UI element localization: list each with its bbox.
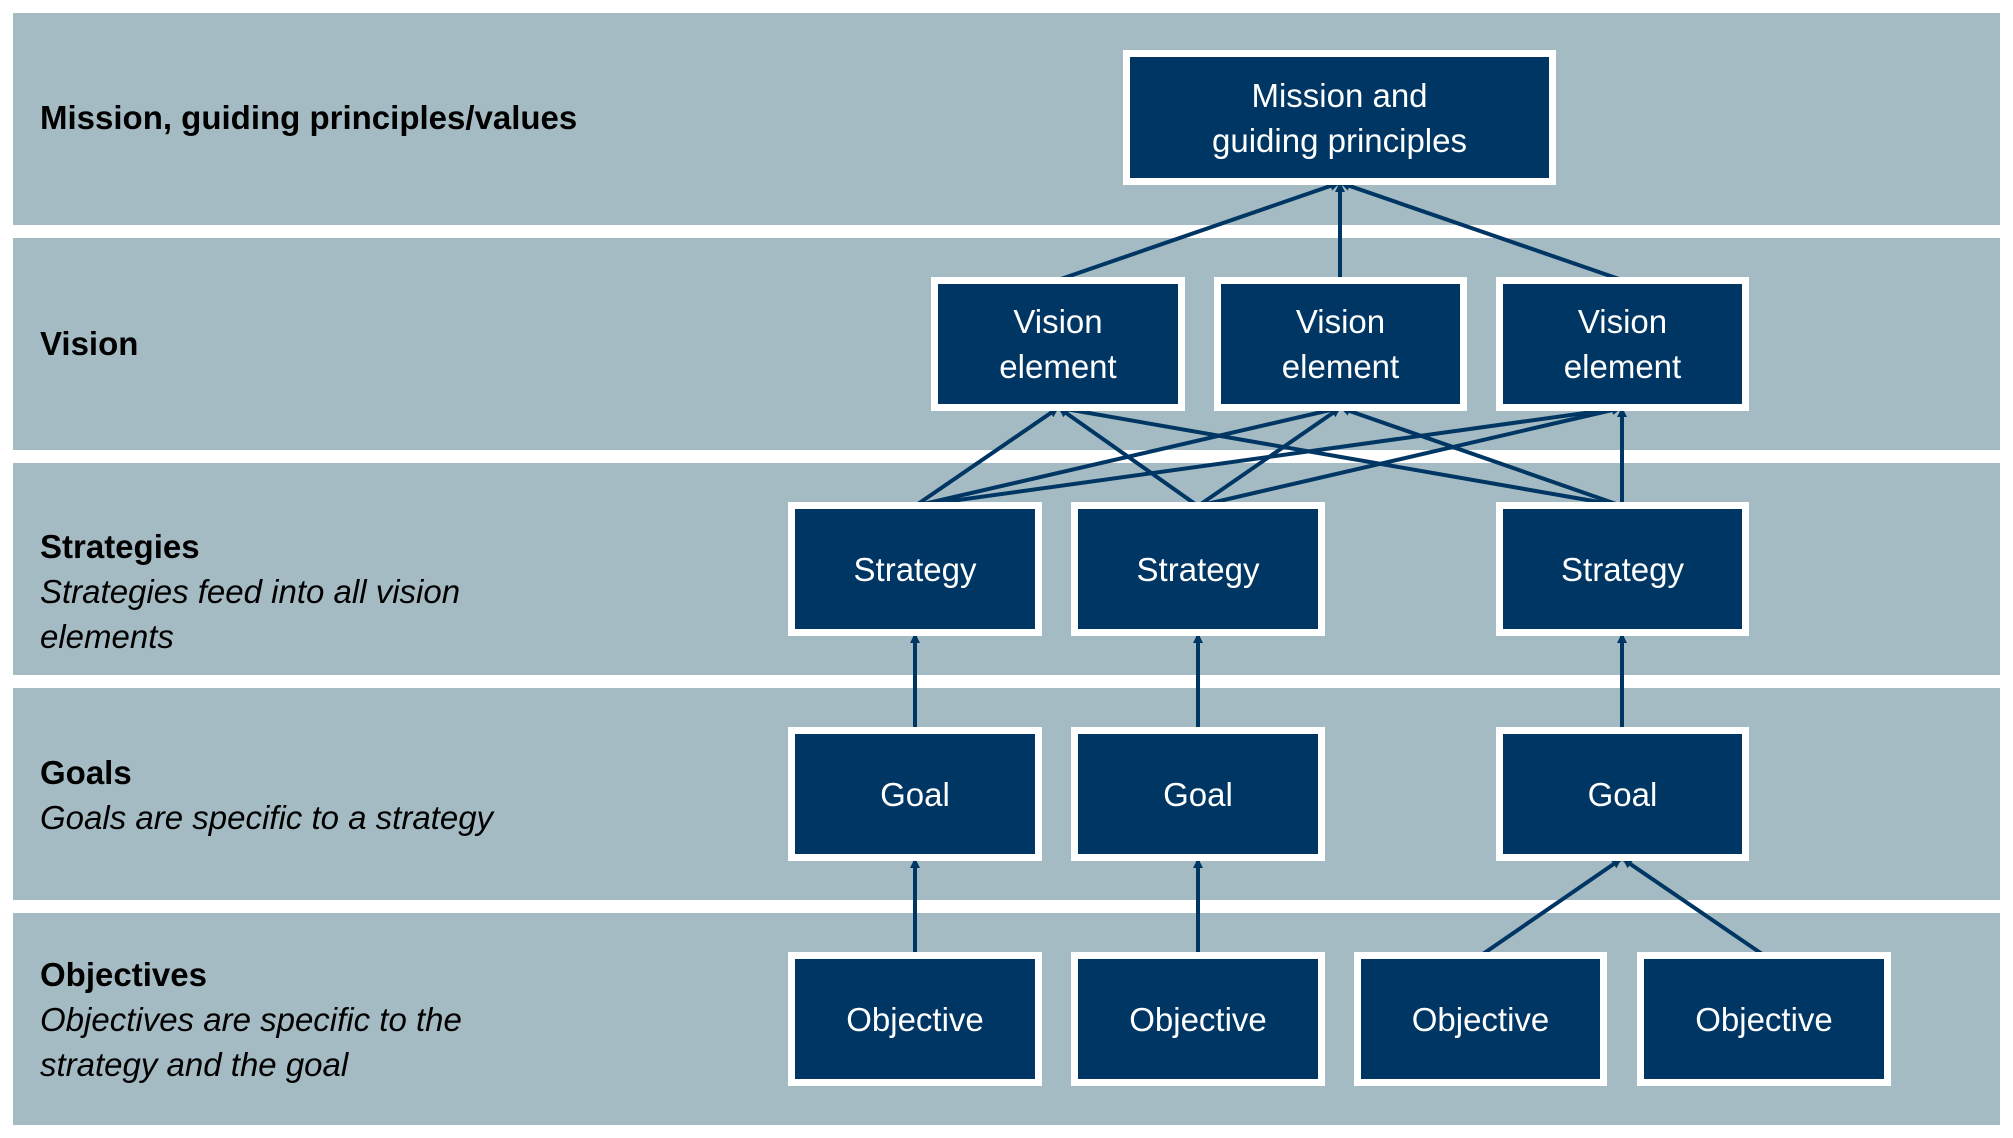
mission-node-line2: guiding principles [1212,121,1467,159]
objective-node: Objective [1637,952,1891,1086]
objective-node: Objective [1071,952,1325,1086]
vision-node-line1: Vision [1013,303,1103,340]
vision-element-node: Vision element [1496,277,1749,411]
strategy-node: Strategy [1071,502,1325,636]
vision-node-line2: element [1563,348,1682,385]
objective-node-label: Objective [1129,1000,1267,1038]
goal-node-label: Goal [880,775,950,813]
layer-title: Strategies [40,528,200,565]
layer-title: Objectives [40,956,207,993]
vision-node-line1: Vision [1295,303,1386,340]
goal-node-label: Goal [1163,775,1233,813]
goal-node-label: Goal [1587,775,1658,813]
goal-node: Goal [1496,727,1749,861]
objective-node-label: Objective [1695,1000,1833,1038]
vision-element-node: Vision element [931,277,1185,411]
layer-subtitle: Goals are specific to a strategy [40,799,494,836]
arrow-strategy1-vision1 [913,406,1060,508]
goal-node: Goal [788,727,1042,861]
layer-label-strategies: Strategies Strategies feed into all visi… [40,524,520,659]
arrow-strategy2-vision3 [1197,405,1622,508]
objective-node: Objective [788,952,1042,1086]
vision-node-line1: Vision [1577,303,1668,340]
layer-subtitle: Objectives are specific to the strategy … [40,1001,462,1083]
strategy-node: Strategy [788,502,1042,636]
layer-label-objectives: Objectives Objectives are specific to th… [40,952,520,1087]
band-mission [13,13,2000,225]
objective-node: Objective [1354,952,1607,1086]
layer-title: Vision [40,325,139,362]
layer-label-vision: Vision [40,321,138,366]
layer-title: Mission, guiding principles/values [40,99,578,136]
arrow-vision3-mission [1340,181,1623,282]
arrow-vision1-mission [1057,181,1340,282]
arrow-strategy2-vision1 [1057,406,1200,508]
strategy-node: Strategy [1496,502,1749,636]
mission-node: Mission and guiding principles [1123,50,1556,185]
mission-node-line1: Mission and [1251,76,1428,114]
goal-node: Goal [1071,727,1325,861]
strategy-node-label: Strategy [1136,550,1260,588]
arrow-strategy3-vision2 [1340,406,1623,508]
arrow-objective3-goal3 [1478,857,1623,958]
vision-element-node: Vision element [1214,277,1467,411]
layer-label-mission: Mission, guiding principles/values [40,95,577,140]
objective-node-label: Objective [1411,1000,1550,1038]
layer-label-goals: Goals Goals are specific to a strategy [40,750,493,840]
strategy-node-label: Strategy [1561,550,1684,588]
layer-subtitle: Strategies feed into all vision elements [40,573,461,655]
arrow-strategy2-vision2 [1196,406,1342,508]
vision-node-line2: element [999,348,1117,385]
arrow-strategy3-vision1 [1059,404,1623,508]
arrow-objective4-goal3 [1621,857,1767,958]
vision-node-line2: element [1281,348,1400,385]
layer-title: Goals [40,754,132,791]
strategy-node-label: Strategy [853,550,977,588]
objective-node-label: Objective [846,1000,984,1038]
